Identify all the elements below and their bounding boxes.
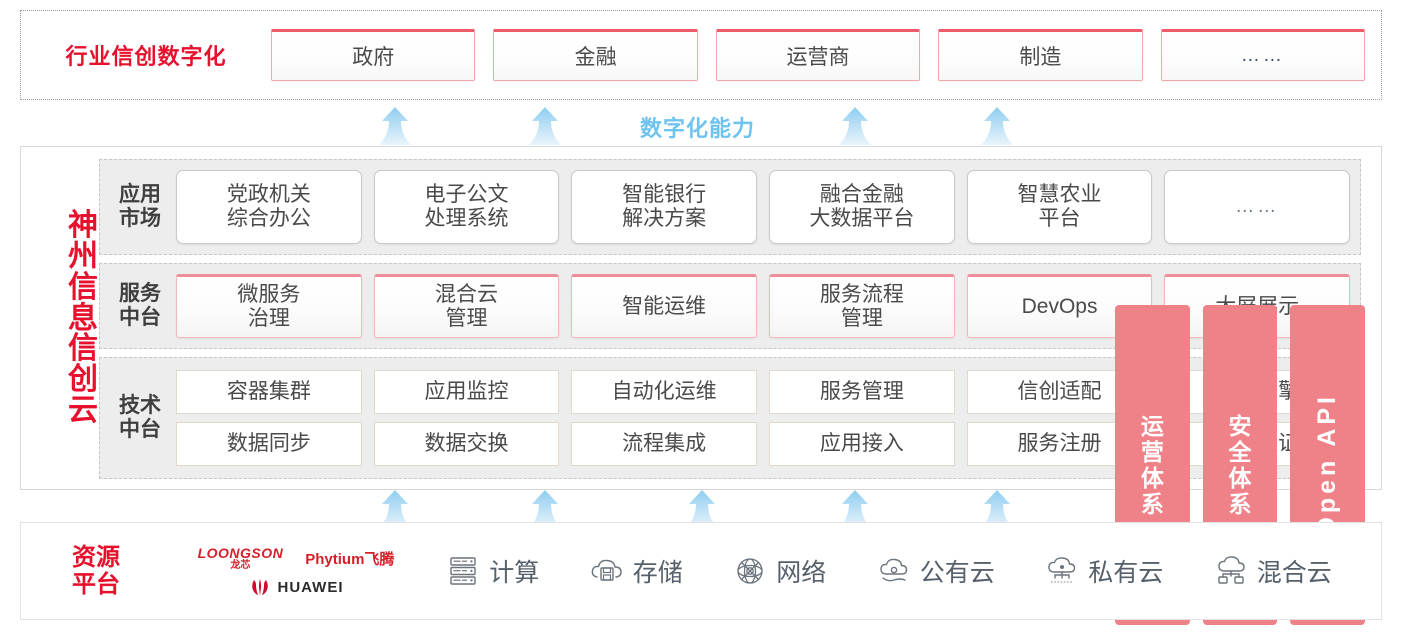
resource-item-label: 网络	[776, 559, 827, 587]
app-cell-smart-agriculture[interactable]: 智慧农业平台	[966, 170, 1153, 244]
tech-cell-data-sync[interactable]: 数据同步	[176, 422, 362, 466]
pillar-label-security: 安 全 体 系	[1228, 412, 1252, 518]
resource-item-network[interactable]: 网络	[733, 553, 826, 589]
industry-box-label: 金融	[574, 46, 617, 69]
title-char: 州	[68, 239, 98, 273]
vendor-logo-group: LOONGSON 龙芯 Phytium飞腾 HUAWEI	[171, 546, 421, 597]
up-arrow-icon	[379, 490, 411, 528]
loongson-logo: LOONGSON 龙芯	[197, 544, 284, 571]
resource-arrow-strip	[20, 490, 1382, 528]
industry-box-label: 运营商	[786, 46, 850, 69]
svc-cell-hybrid-cloud-mgmt[interactable]: 混合云管理	[373, 274, 560, 338]
tech-cell-data-exchange[interactable]: 数据交换	[373, 422, 560, 466]
industry-box-manufacturing[interactable]: 制造	[938, 29, 1143, 81]
resource-item-list: 计算 存储	[421, 553, 1381, 589]
resource-item-private-cloud[interactable]: 私有云	[1045, 553, 1163, 589]
resource-item-label: 混合云	[1256, 559, 1332, 587]
cloud-platform-title: 神 州 信 息 信 创 云	[55, 161, 111, 477]
tech-cell-service-mgmt[interactable]: 服务管理	[769, 370, 955, 414]
tech-cell-process-integration[interactable]: 流程集成	[571, 422, 758, 466]
app-cell-smart-bank[interactable]: 智能银行解决方案	[571, 170, 758, 244]
hybrid-cloud-icon	[1218, 556, 1245, 584]
private-cloud-icon	[1048, 557, 1076, 583]
pillar-label-operations: 运 营 体 系	[1140, 412, 1164, 518]
resource-item-public-cloud[interactable]: 公有云	[877, 553, 995, 589]
industry-box-list: 政府 金融 运营商 制造 ……	[271, 29, 1381, 81]
tech-cell-automated-ops[interactable]: 自动化运维	[571, 370, 758, 414]
resource-item-label: 私有云	[1088, 559, 1164, 587]
tech-cell-app-monitoring[interactable]: 应用监控	[373, 370, 560, 414]
tech-cell-container-cluster[interactable]: 容器集群	[176, 370, 362, 414]
industry-box-telecom[interactable]: 运营商	[715, 29, 921, 81]
svc-cell-microservice-governance[interactable]: 微服务治理	[176, 274, 362, 338]
app-cell-finance-bigdata[interactable]: 融合金融大数据平台	[769, 170, 955, 244]
title-char: 创	[68, 363, 98, 397]
industry-band: 行业信创数字化 政府 金融 运营商 制造 ……	[20, 10, 1382, 100]
phytium-logo: Phytium飞腾	[305, 550, 395, 568]
industry-box-finance[interactable]: 金融	[493, 29, 698, 81]
vendor-row-2: HUAWEI	[249, 578, 344, 597]
cloud-platform-panel: 神 州 信 息 信 创 云 应用 市场 党政机关综合办公 电子公文处	[20, 146, 1382, 625]
tier-label-tech-platform: 技术 中台	[119, 394, 161, 441]
title-char: 云	[68, 394, 98, 428]
server-rack-icon	[450, 557, 476, 585]
cloud-storage-icon	[591, 559, 622, 581]
title-char: 息	[68, 301, 98, 335]
huawei-flower-icon	[251, 578, 268, 596]
up-arrow-icon	[981, 107, 1013, 145]
tier-label-app-market: 应用 市场	[119, 183, 161, 230]
app-cell-gov-office[interactable]: 党政机关综合办公	[176, 170, 362, 244]
resource-platform-title: 资源 平台	[72, 543, 120, 598]
up-arrow-icon	[529, 490, 561, 528]
title-char: 神	[68, 208, 98, 242]
vendor-row-1: LOONGSON 龙芯 Phytium飞腾	[198, 546, 395, 571]
up-arrow-icon	[529, 107, 561, 145]
tier-stack: 应用 市场 党政机关综合办公 电子公文处理系统 智能银行解决方案 融合金融大数据…	[99, 159, 1361, 479]
industry-box-label: 政府	[352, 46, 395, 69]
resource-item-hybrid-cloud[interactable]: 混合云	[1214, 553, 1332, 589]
huawei-logo: HUAWEI	[249, 578, 344, 597]
tier-app-market: 应用 市场 党政机关综合办公 电子公文处理系统 智能银行解决方案 融合金融大数据…	[99, 159, 1361, 255]
tech-cell-app-access[interactable]: 应用接入	[769, 422, 955, 466]
up-arrow-icon	[839, 107, 871, 145]
industry-box-label: 制造	[1019, 46, 1062, 69]
svc-cell-intelligent-ops[interactable]: 智能运维	[571, 274, 758, 338]
ellipsis-label: ……	[1235, 196, 1280, 218]
industry-band-title: 行业信创数字化	[65, 44, 227, 69]
capability-arrow-strip: 数字化能力	[20, 103, 1382, 145]
up-arrow-icon	[981, 490, 1013, 528]
svc-cell-service-process-mgmt[interactable]: 服务流程管理	[769, 274, 955, 338]
industry-box-government[interactable]: 政府	[271, 29, 476, 81]
up-arrow-icon	[839, 490, 871, 528]
ellipsis-label: ……	[1240, 45, 1285, 66]
up-arrow-icon	[379, 107, 411, 145]
resource-item-label: 存储	[632, 559, 683, 587]
industry-box-more[interactable]: ……	[1160, 29, 1366, 81]
app-cell-edoc-system[interactable]: 电子公文处理系统	[373, 170, 560, 244]
resource-item-storage[interactable]: 存储	[590, 553, 683, 589]
title-char: 信	[68, 332, 98, 366]
tier-app-market-items: 党政机关综合办公 电子公文处理系统 智能银行解决方案 融合金融大数据平台 智慧农…	[170, 170, 1360, 244]
up-arrow-icon	[686, 490, 718, 528]
tier-label-service-platform: 服务 中台	[119, 282, 161, 329]
title-char: 信	[68, 270, 98, 304]
resource-item-compute[interactable]: 计算	[446, 553, 539, 589]
app-cell-more[interactable]: ……	[1164, 170, 1351, 244]
network-mesh-icon	[737, 558, 763, 584]
resource-item-label: 公有云	[919, 559, 995, 587]
capability-label: 数字化能力	[640, 116, 756, 141]
resource-item-label: 计算	[489, 559, 540, 587]
public-cloud-icon	[880, 558, 907, 582]
resource-platform-band: 资源 平台 LOONGSON 龙芯 Phytium飞腾	[20, 522, 1382, 620]
